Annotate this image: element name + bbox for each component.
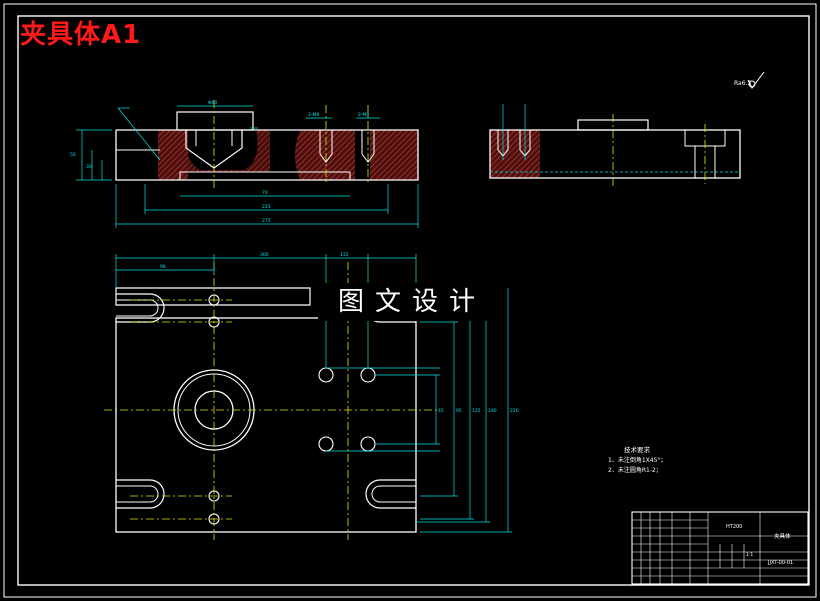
svg-text:50: 50 [70,152,76,158]
svg-text:2-M8: 2-M8 [358,112,369,118]
svg-text:190: 190 [488,408,497,414]
title-block-drawing-no: JJXT-00-01 [767,560,793,566]
svg-text:125: 125 [472,408,481,414]
outer-frame [3,3,817,598]
svg-text:Ra6.3: Ra6.3 [734,80,751,87]
tech-item-2: 2、未注圆角R1-2； [608,466,662,474]
title-block-material: HT200 [726,524,742,530]
drawing-title: 夹具体A1 [20,20,142,50]
watermark: 图文设计 [318,283,500,321]
title-block-part-name: 夹具体 [774,532,791,540]
svg-text:70: 70 [262,190,268,196]
svg-text:300: 300 [260,252,269,258]
svg-text:275: 275 [262,218,271,224]
svg-text:Φ60: Φ60 [208,100,217,106]
tech-heading: 技术要求 [624,445,651,454]
svg-text:2-M8: 2-M8 [308,112,319,118]
svg-text:220: 220 [510,408,519,414]
side-section-view [489,104,741,186]
title-block: HT200 夹具体 1:1 JJXT-00-01 [631,511,809,585]
inner-frame [17,15,810,586]
tech-item-1: 1、未注倒角1X45°； [608,456,666,464]
front-section-view: 275 225 70 Φ60 50 30 2-M8 2-M8 [70,100,419,228]
svg-text:132: 132 [340,252,349,258]
svg-text:225: 225 [262,204,271,210]
tech-requirements: 技术要求 1、未注倒角1X45°； 2、未注圆角R1-2； [608,445,666,474]
roughness-symbol: Ra6.3 [734,71,765,89]
svg-text:45: 45 [438,408,444,414]
svg-text:95: 95 [456,408,462,414]
svg-text:30: 30 [86,164,92,170]
plan-view: 300 98 132 45 95 125 190 220 [104,252,519,540]
svg-text:98: 98 [160,264,166,270]
title-block-scale: 1:1 [746,552,753,558]
